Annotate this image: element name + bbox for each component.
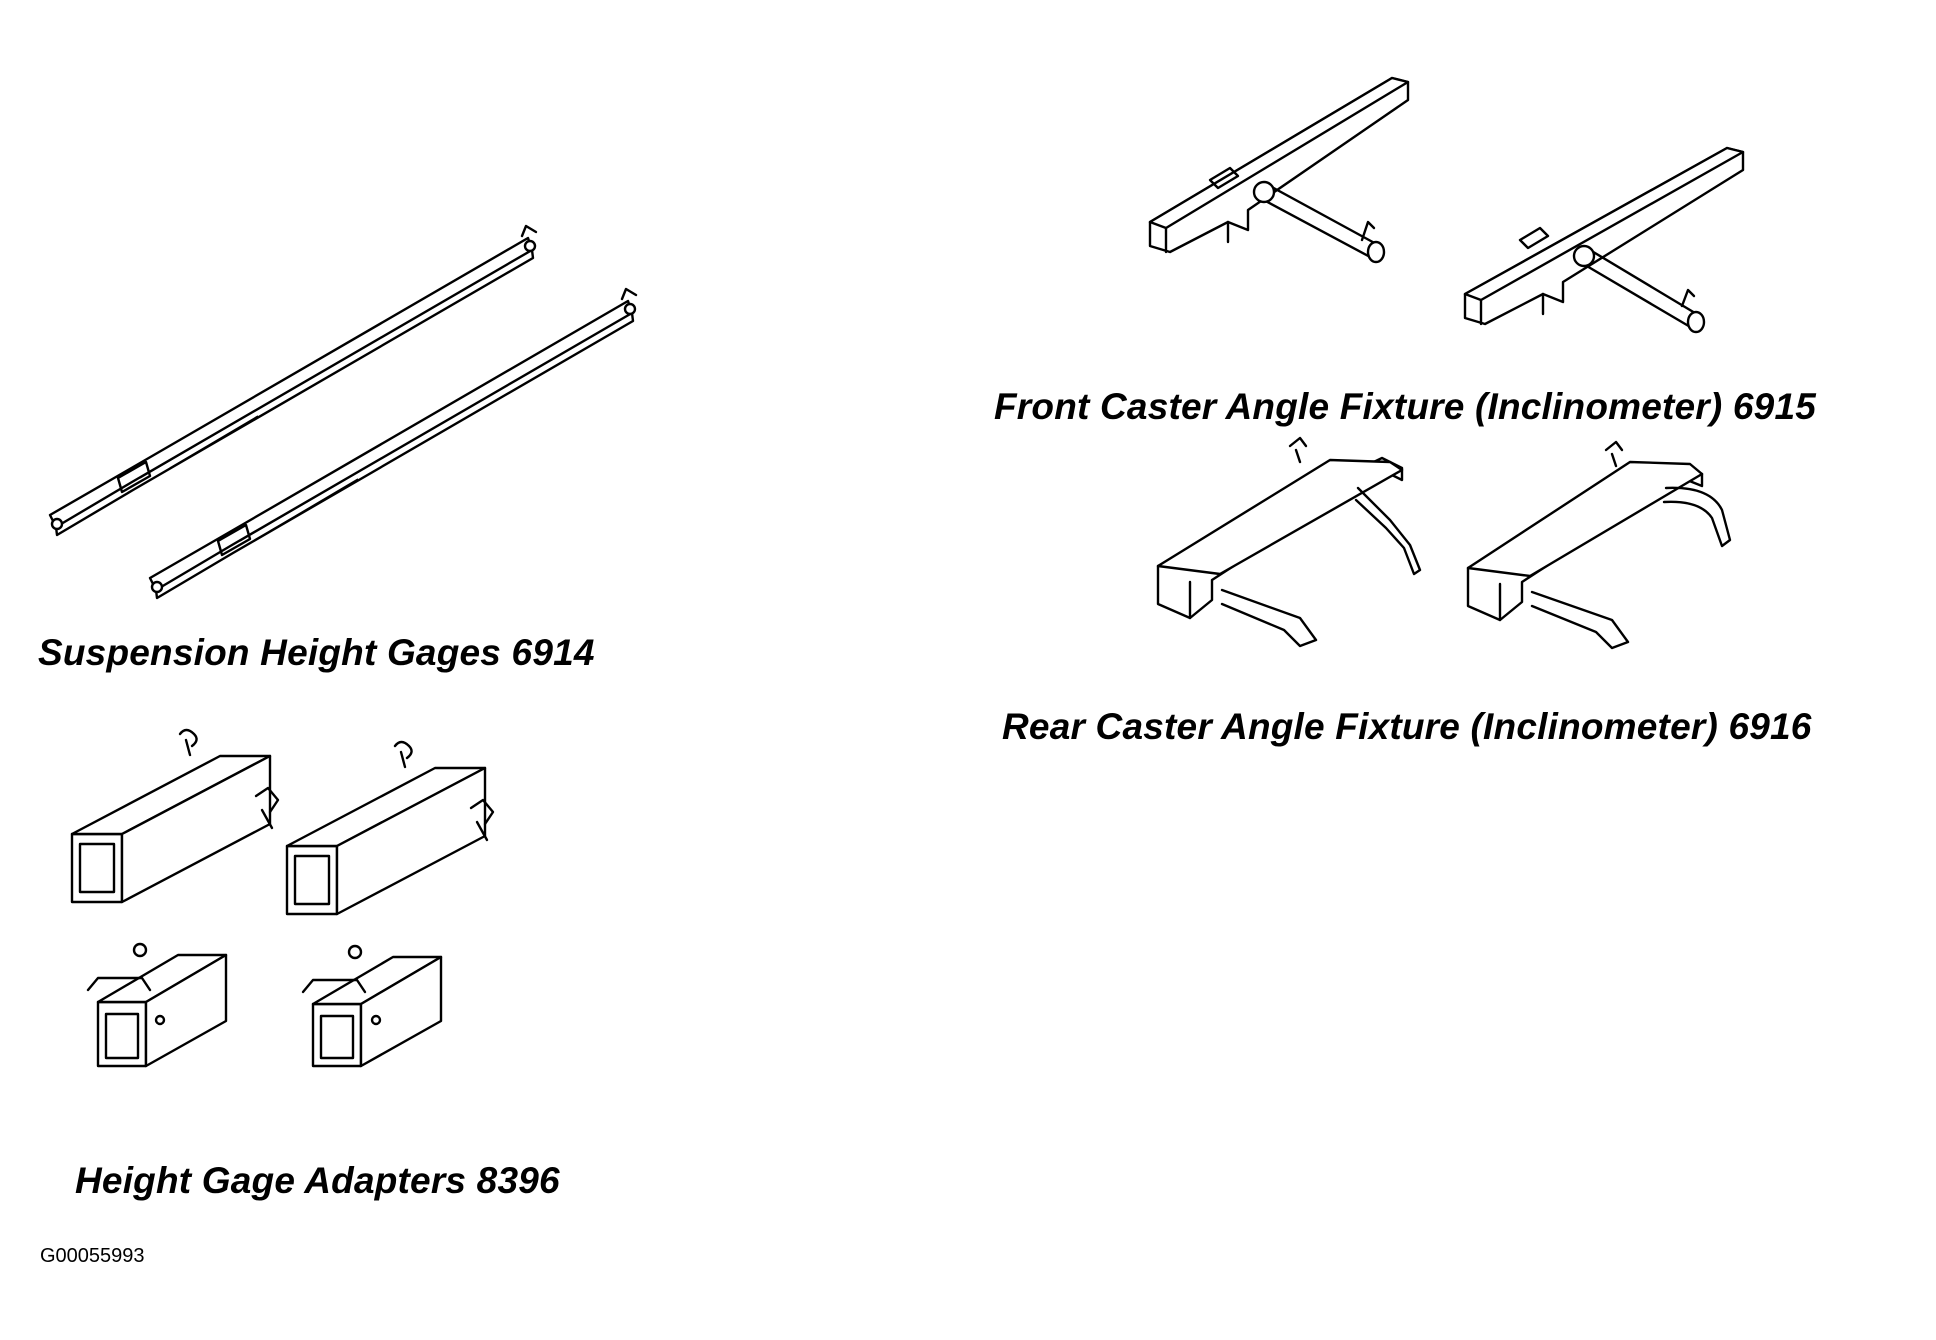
rear-caster-fixture-left — [1156, 436, 1422, 648]
label-suspension-height-gages: Suspension Height Gages 6914 — [38, 632, 595, 673]
front-caster-fixture-left — [1148, 76, 1410, 264]
height-gage-adapter-long-right — [285, 740, 495, 916]
suspension-height-gage-upper — [48, 224, 538, 537]
label-height-gage-adapters: Height Gage Adapters 8396 — [75, 1160, 560, 1201]
height-gage-adapter-long-left — [70, 728, 280, 904]
label-front-caster-fixture: Front Caster Angle Fixture (Inclinometer… — [994, 386, 1817, 427]
figure-id: G00055993 — [40, 1245, 145, 1267]
rear-caster-fixture-right — [1466, 440, 1732, 650]
suspension-height-gage-lower — [148, 287, 638, 600]
height-gage-adapter-short-right — [301, 944, 443, 1068]
front-caster-fixture-right — [1463, 146, 1745, 334]
height-gage-adapter-short-left — [86, 942, 228, 1068]
label-rear-caster-fixture: Rear Caster Angle Fixture (Inclinometer)… — [1002, 706, 1812, 747]
